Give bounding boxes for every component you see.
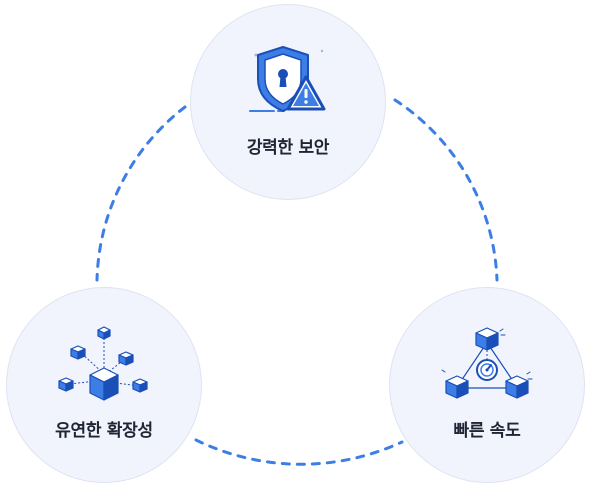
node-label-scalability: 유연한 확장성	[55, 421, 153, 441]
scaling-cubes-icon	[54, 324, 154, 404]
node-label-speed: 빠른 속도	[453, 421, 521, 441]
node-security: 강력한 보안	[190, 4, 386, 200]
shield-warning-icon	[238, 41, 338, 121]
node-scalability: 유연한 확장성	[6, 287, 202, 483]
connector-top-right	[393, 98, 499, 282]
connector-top-left	[95, 105, 187, 282]
node-label-security: 강력한 보안	[246, 138, 330, 158]
node-speed: 빠른 속도	[389, 287, 585, 483]
connector-bottom	[194, 438, 404, 466]
speed-cubes-icon	[437, 324, 537, 404]
